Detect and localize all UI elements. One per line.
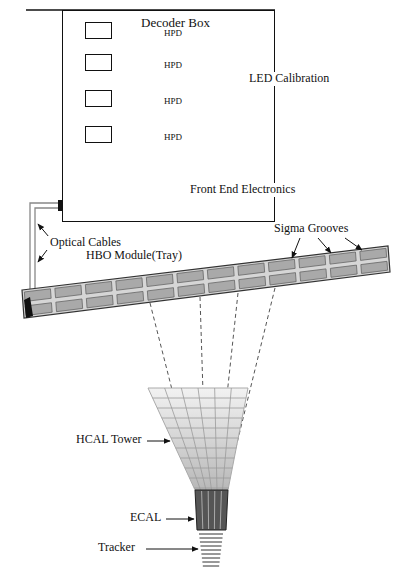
hpd-box: HPD (85, 22, 112, 39)
tray-tile (208, 280, 235, 292)
leader-line (146, 549, 198, 550)
tray-tile (238, 263, 265, 275)
leader-line (345, 238, 362, 250)
tray-tile (361, 261, 388, 273)
tower-segment (198, 388, 212, 490)
tray-tile (147, 288, 174, 301)
ecal-crystal (208, 491, 209, 529)
part-label: Front End Electronics (188, 183, 297, 197)
hbo-tray (22, 246, 390, 318)
tower-segment (223, 388, 232, 490)
part-label: Tracker (96, 541, 137, 555)
hpd-box: HPD (85, 54, 112, 71)
tray-tile (239, 276, 266, 288)
leader-line (166, 519, 194, 520)
tray-connector (24, 297, 33, 318)
tray-tile (117, 291, 144, 304)
tray-tile (268, 259, 295, 271)
hcal-tower (148, 388, 248, 490)
tower-segment (165, 388, 201, 490)
tray-tiles (24, 248, 387, 315)
tracker-layer (201, 554, 220, 555)
leader-line (292, 238, 300, 258)
leader-line (38, 250, 47, 262)
tracker-layer (202, 558, 220, 559)
part-label: Optical Cables (48, 236, 123, 250)
tracker-layer (200, 542, 222, 543)
ecal-crystal (214, 491, 215, 529)
ecal-crystal (220, 491, 221, 529)
part-label: ECAL (128, 511, 163, 525)
tray-tile (177, 270, 204, 282)
tower-segments (153, 388, 246, 490)
tracker-layer (202, 562, 219, 563)
tray-tile (55, 285, 82, 298)
hpd-label: HPD (164, 132, 182, 142)
tracker-layer (199, 538, 222, 539)
tower-segment (215, 388, 217, 490)
leader-line (318, 238, 331, 253)
hpd-label: HPD (164, 96, 182, 106)
tray-tile (86, 295, 113, 308)
tracker-layer (201, 550, 221, 551)
tower-segment (181, 388, 206, 490)
tray-tile (269, 273, 296, 285)
part-label: HCAL Tower (74, 433, 143, 447)
tracker-layer (200, 546, 221, 547)
tracker-layer (199, 534, 223, 535)
part-label: Sigma Grooves (272, 222, 350, 236)
tray-tile (85, 281, 112, 294)
hpd-label: HPD (164, 60, 182, 70)
hpd-box: HPD (85, 90, 112, 107)
tray-tile (330, 265, 357, 277)
tray-tile (56, 299, 83, 312)
tray-tile (300, 269, 327, 281)
tray-tile (116, 278, 143, 290)
tray-tile (207, 267, 234, 279)
part-label: LED Calibration (247, 72, 331, 86)
box-heading: Decoder Box (141, 16, 210, 31)
leader-line (147, 441, 170, 442)
tray-tile (146, 274, 173, 286)
tracker-layer (203, 566, 219, 567)
ecal-crystals (202, 491, 222, 529)
tray-tile (178, 284, 205, 296)
tray-tile (360, 248, 387, 260)
ecal-block (195, 490, 228, 530)
ecal-crystal (202, 491, 203, 529)
tray-tile (329, 252, 356, 264)
tray-tile (299, 256, 326, 268)
hpd-box: HPD (85, 126, 112, 143)
tracker-layers (199, 534, 223, 566)
part-label: HBO Module(Tray) (84, 249, 184, 263)
